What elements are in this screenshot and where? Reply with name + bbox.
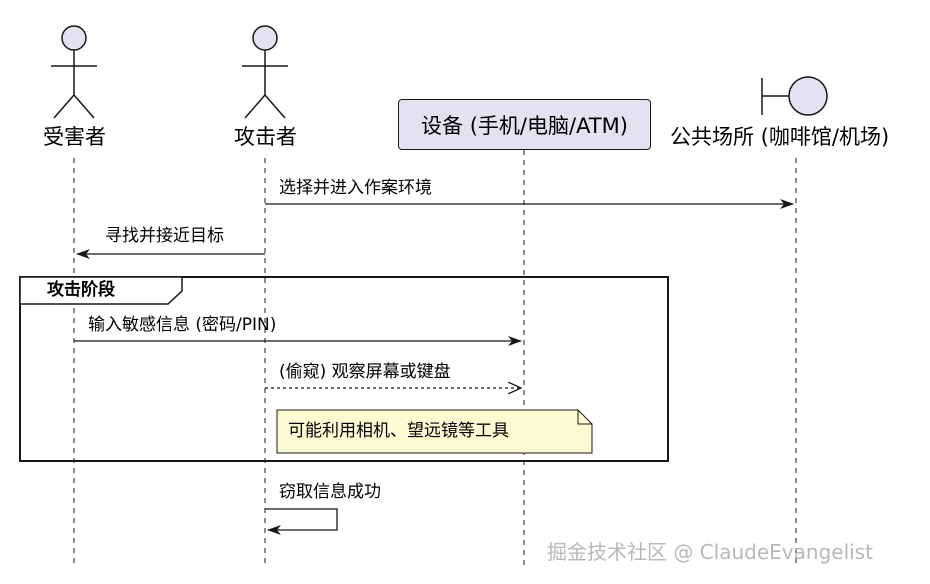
- fragment-frame: [19, 276, 669, 462]
- fragment-label: 攻击阶段: [47, 280, 115, 300]
- actor-attacker-icon: [242, 25, 288, 119]
- note-shape: [276, 409, 593, 454]
- note-fold: [577, 410, 592, 425]
- boundary-public-place-icon: [761, 76, 828, 116]
- message-label-5: 窃取信息成功: [279, 482, 381, 502]
- message-label-3: 输入敏感信息 (密码/PIN): [88, 315, 277, 335]
- actor-victim-icon: [51, 25, 97, 119]
- message-label-2: 寻找并接近目标: [105, 226, 224, 246]
- watermark-text: 掘金技术社区 @ ClaudeEvangelist: [547, 540, 873, 564]
- message-label-4: (偷窥) 观察屏幕或键盘: [279, 362, 451, 382]
- participant-device-box: 设备 (手机/电脑/ATM): [398, 99, 651, 150]
- participant-victim-label: 受害者: [43, 125, 106, 149]
- message-arrow-5: [265, 508, 338, 535]
- participant-attacker-label: 攻击者: [234, 125, 297, 149]
- participant-device-label: 设备 (手机/电脑/ATM): [421, 113, 628, 138]
- fragment-label-tab: [19, 276, 183, 305]
- note-text: 可能利用相机、望远镜等工具: [288, 421, 509, 441]
- participant-public-place-label: 公共场所 (咖啡馆/机场): [670, 125, 890, 149]
- message-label-1: 选择并进入作案环境: [279, 178, 432, 198]
